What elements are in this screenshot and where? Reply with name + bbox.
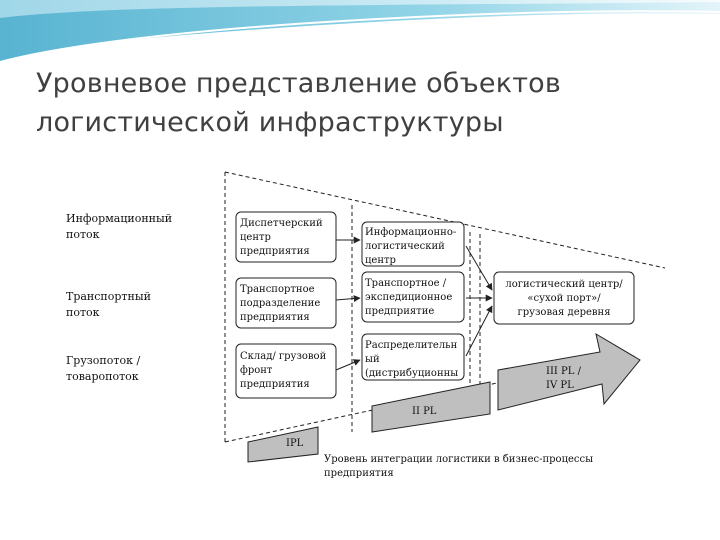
svg-text:Транспортный: Транспортный [66,290,151,303]
svg-text:центр: центр [365,255,396,266]
svg-text:предприятия: предприятия [240,312,310,323]
svg-text:«сухой порт»/: «сухой порт»/ [527,293,601,304]
row-label-cargo: Грузопоток / товаропоток [66,354,140,383]
svg-text:центр: центр [240,232,271,243]
flow-arrows [335,236,493,371]
row-label-transport: Транспортный поток [66,290,151,319]
svg-text:предприятия: предприятия [324,468,394,479]
svg-text:Информационно-: Информационно- [365,227,456,238]
svg-text:Склад/ грузовой: Склад/ грузовой [240,351,327,362]
svg-text:Транспортное /: Транспортное / [365,278,447,289]
level-3: III PL / [546,366,582,377]
title-line-2: логистической инфраструктуры [36,107,504,138]
svg-text:логистический центр/: логистический центр/ [505,279,623,290]
svg-text:логистический: логистический [365,241,445,252]
title-line-1: Уровневое представление объектов [36,68,562,99]
svg-text:предприятия: предприятия [240,379,310,390]
integration-level-arrow: IPL II PL III PL / IV PL [247,332,641,463]
box-distribution: Распределительн ый (дистрибуционны [361,333,465,381]
svg-text:Распределительн: Распределительн [365,340,458,351]
row-label-information: Информационный поток [66,212,172,241]
svg-text:Диспетчерский: Диспетчерский [240,218,323,229]
box-transport-division: Транспортное подразделение предприятия [235,277,337,329]
svg-text:Уровень интеграции логисти: Уровень интеграции логистики в бизнес-пр… [324,454,593,465]
svg-text:поток: поток [66,228,100,241]
svg-text:ый: ый [365,354,380,365]
svg-text:грузовая деревня: грузовая деревня [517,307,610,318]
svg-text:предприятие: предприятие [365,306,434,317]
box-warehouse: Склад/ грузовой фронт предприятия [235,343,337,399]
svg-text:экспедиционное: экспедиционное [365,292,452,303]
svg-text:товаропоток: товаропоток [66,370,139,383]
slide-title: Уровневое представление объектов логисти… [36,64,676,142]
svg-text:(дистрибуционны: (дистрибуционны [365,368,458,379]
box-dispatch-center: Диспетчерский центр предприятия [235,211,337,263]
svg-text:Грузопоток /: Грузопоток / [66,354,140,367]
svg-text:Информационный: Информационный [66,212,172,225]
level-4: IV PL [546,380,574,391]
svg-text:фронт: фронт [240,365,273,376]
diagram-caption: Уровень интеграции логистики в бизнес-пр… [324,454,593,479]
svg-text:Транспортное: Транспортное [240,284,315,295]
svg-text:подразделение: подразделение [240,298,320,309]
box-info-logistics-center: Информационно- логистический центр [361,221,465,267]
svg-text:предприятия: предприятия [240,246,310,257]
level-2: II PL [412,406,437,417]
box-logistics-center: логистический центр/ «сухой порт»/ грузо… [493,271,635,325]
box-forwarding-company: Транспортное / экспедиционное предприяти… [361,271,465,323]
svg-text:поток: поток [66,306,100,319]
level-1: IPL [286,438,304,449]
